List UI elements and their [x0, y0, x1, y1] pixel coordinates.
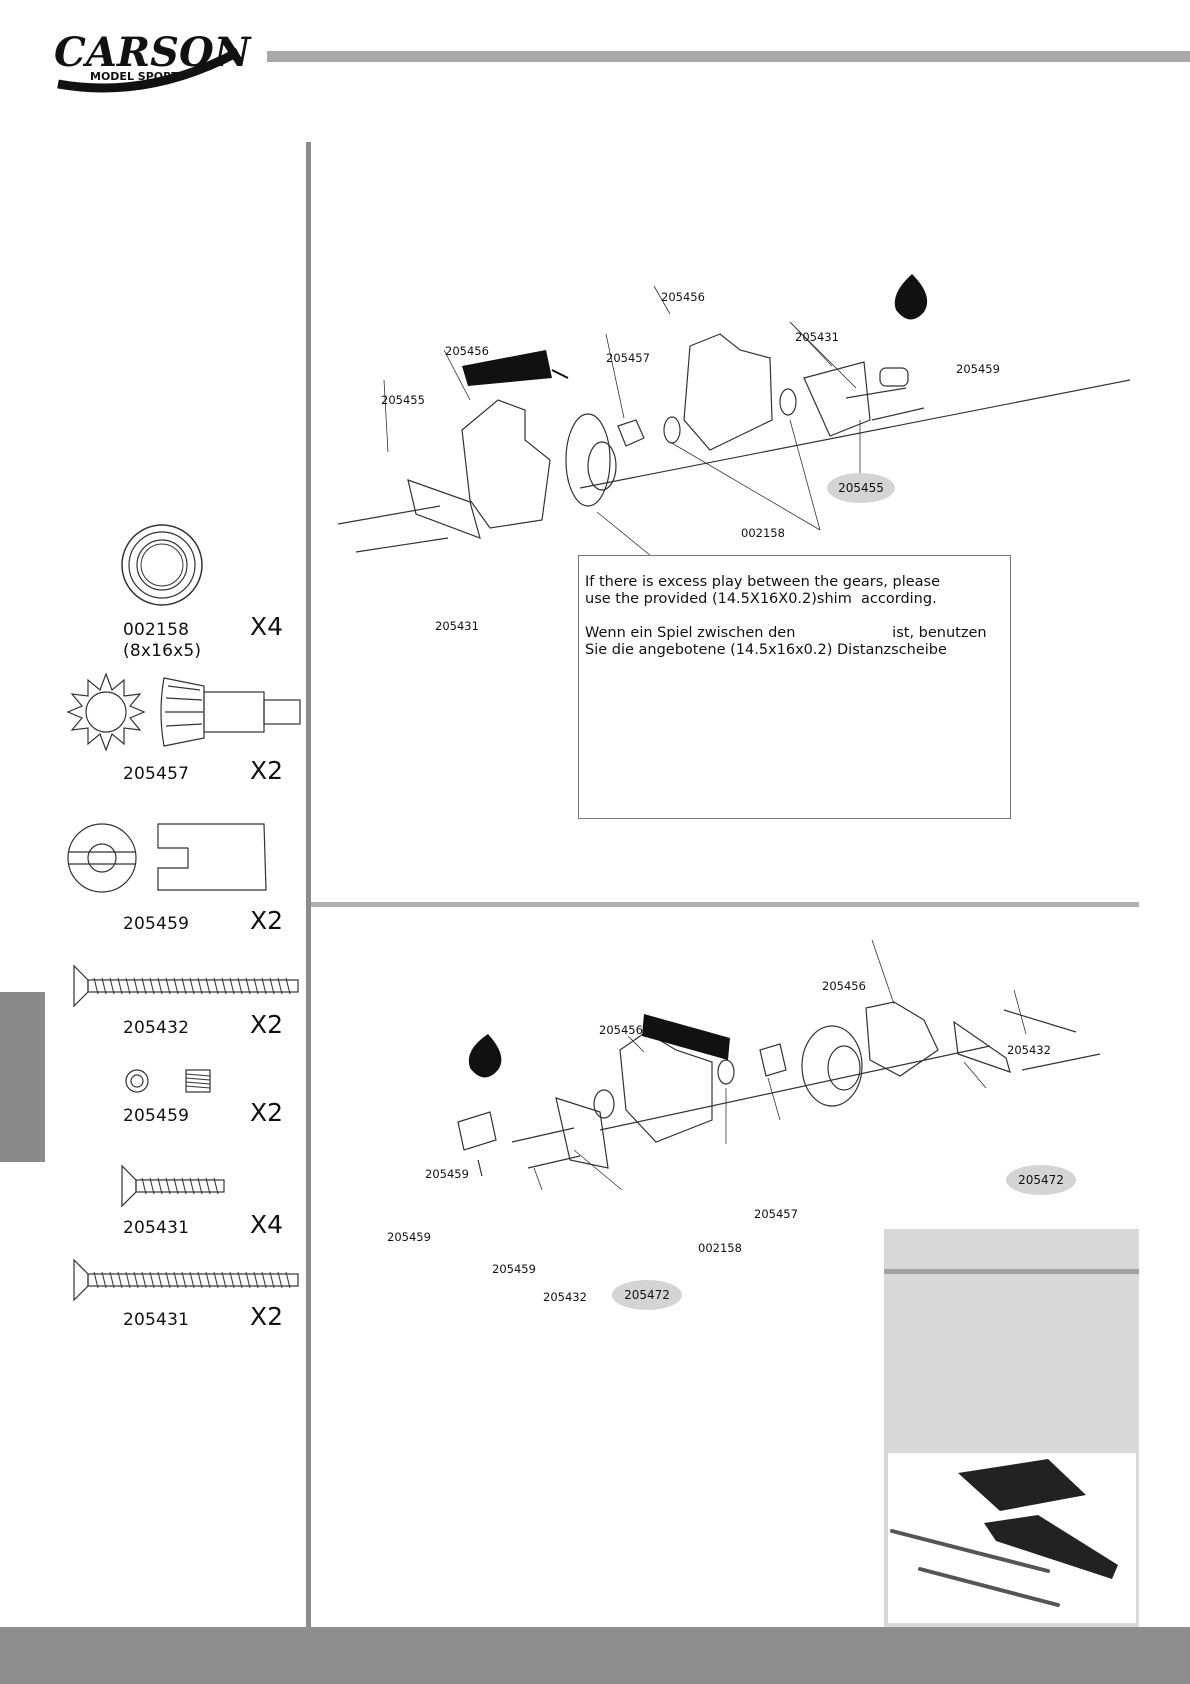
- part-number: 205459: [123, 1106, 190, 1126]
- callout-label: 002158: [741, 526, 785, 540]
- step2-exploded-diagram: [457, 939, 1101, 1191]
- note-german: Wenn ein Spiel zwischen den ist, benutze…: [585, 625, 987, 658]
- note-english: If there is excess play between the gear…: [585, 574, 941, 607]
- callout-label: 205456: [445, 344, 489, 358]
- part-number: 205457: [123, 764, 190, 784]
- part-number: 205459: [123, 914, 190, 934]
- callout-label: 205457: [606, 351, 650, 365]
- footer-bar: [0, 1627, 1190, 1684]
- column-divider: [306, 142, 311, 1647]
- callout-label: 205431: [795, 330, 839, 344]
- part-quantity: X2: [250, 756, 284, 785]
- part-spec: (8x16x5): [123, 641, 202, 661]
- set-screw-icon: [125, 1069, 211, 1093]
- long-screw-icon: [73, 964, 299, 1008]
- callout-label: 205432: [543, 1290, 587, 1304]
- callout-label: 205431: [435, 619, 479, 633]
- highlight-callout: 205472: [612, 1280, 682, 1310]
- part-quantity: X4: [250, 1210, 284, 1239]
- long-screw-icon: [73, 1258, 299, 1302]
- part-quantity: X2: [250, 1302, 284, 1331]
- info-box-stripe: [884, 1269, 1139, 1274]
- callout-label: 205456: [599, 1023, 643, 1037]
- logo-text: CARSON: [54, 29, 252, 76]
- product-photo: [888, 1453, 1136, 1623]
- callout-label: 205457: [754, 1207, 798, 1221]
- part-number: 002158: [123, 620, 190, 640]
- part-number: 205431: [123, 1218, 190, 1238]
- note-leader-line: [596, 511, 652, 557]
- part-quantity: X4: [250, 612, 284, 641]
- side-tab: [0, 992, 45, 1162]
- carson-logo: CARSON MODEL SPORT: [48, 22, 258, 102]
- callout-label: 002158: [698, 1241, 742, 1255]
- callout-label: 205455: [381, 393, 425, 407]
- shim-note-box: If there is excess play between the gear…: [578, 555, 1011, 819]
- callout-label: 205432: [1007, 1043, 1051, 1057]
- step-divider: [311, 902, 1139, 907]
- step1-exploded-diagram: [337, 274, 1131, 553]
- bevel-gear-set-icon: [66, 672, 301, 752]
- part-quantity: X2: [250, 1098, 284, 1127]
- header-bar: [267, 51, 1190, 62]
- callout-label: 205459: [387, 1230, 431, 1244]
- part-quantity: X2: [250, 1010, 284, 1039]
- logo-subtext: MODEL SPORT: [90, 70, 179, 83]
- outdrive-cup-icon: [67, 823, 267, 893]
- part-quantity: X2: [250, 906, 284, 935]
- callout-label: 205459: [425, 1167, 469, 1181]
- callout-label: 205456: [822, 979, 866, 993]
- product-photo-illustration: [890, 1459, 1118, 1607]
- part-number: 205432: [123, 1018, 190, 1038]
- callout-label: 205459: [492, 1262, 536, 1276]
- bearing-icon: [121, 524, 203, 606]
- part-number: 205431: [123, 1310, 190, 1330]
- callout-label: 205459: [956, 362, 1000, 376]
- callout-label: 205456: [661, 290, 705, 304]
- short-screw-icon: [121, 1164, 225, 1208]
- highlight-callout: 205472: [1006, 1165, 1076, 1195]
- highlight-callout: 205455: [827, 473, 895, 503]
